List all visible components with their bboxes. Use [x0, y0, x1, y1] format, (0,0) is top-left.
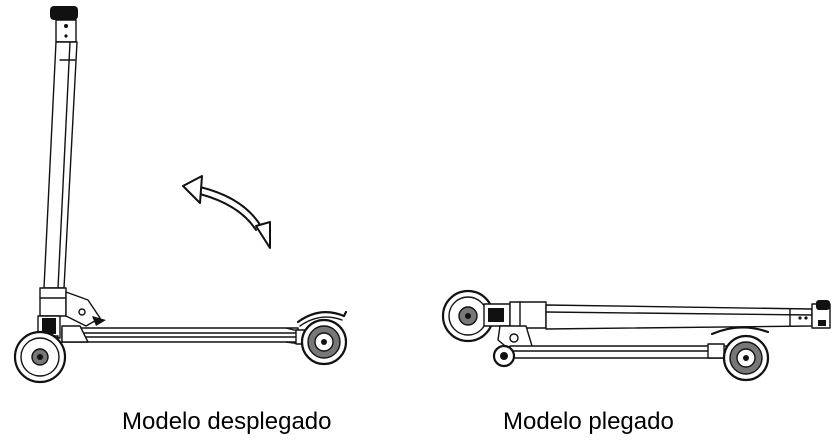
handlebar-top — [50, 6, 78, 43]
deck — [61, 325, 319, 347]
curved-double-arrow-icon — [182, 175, 271, 249]
fold-joint — [37, 287, 106, 339]
folded-small-wheel — [492, 344, 516, 368]
folded-front-wheel — [441, 289, 495, 343]
front-wheel — [13, 330, 67, 384]
folded-scooter — [441, 289, 831, 382]
rear-wheel — [300, 318, 348, 366]
caption-unfolded: Modelo desplegado — [122, 408, 332, 435]
folded-handlebar — [811, 300, 831, 329]
folded-rear-wheel — [722, 334, 770, 382]
folded-deck — [509, 326, 770, 359]
steering-stem — [43, 41, 78, 289]
unfolded-scooter — [13, 6, 348, 384]
folded-fork — [483, 301, 547, 351]
folded-stem — [545, 304, 813, 330]
caption-folded: Modelo plegado — [503, 408, 674, 435]
